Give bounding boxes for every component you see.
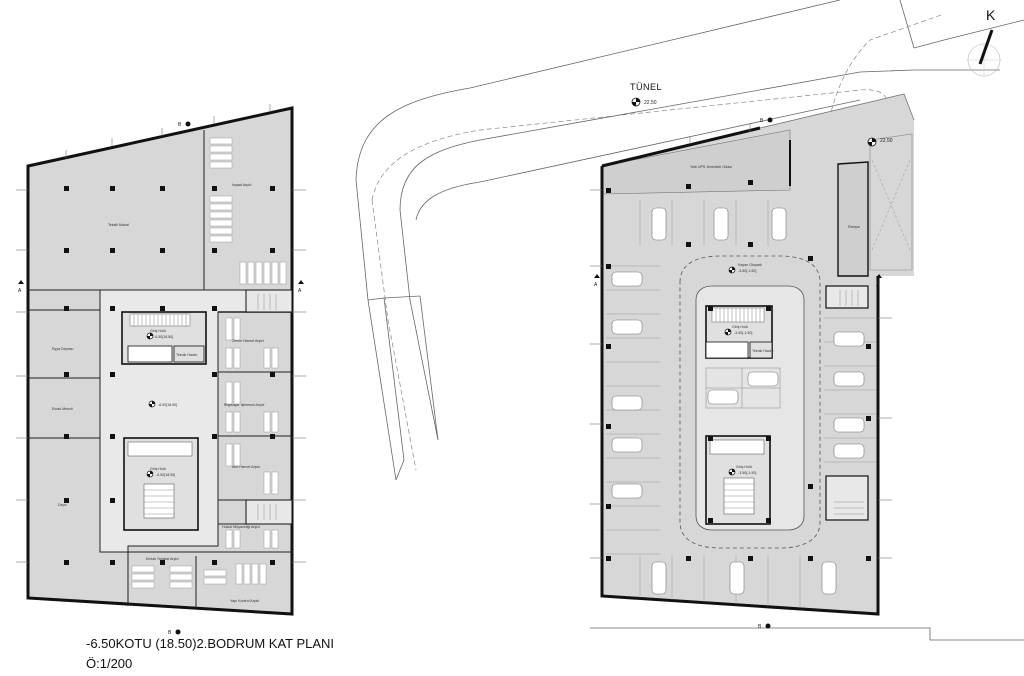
room-label-sinif-3: Alet Hizmet Arşivi bbox=[232, 465, 260, 469]
section-marker-a-left-west: A bbox=[18, 280, 24, 294]
tunnel-level: 22.50 bbox=[644, 100, 657, 106]
room-label-tekstil: Tekstil Mahal bbox=[108, 223, 129, 227]
tunnel-dashed-lines bbox=[371, 13, 945, 471]
right-room-labels: TÜNEL 22.50 22.50 Yedi UPS Jeneratör Oda… bbox=[630, 82, 893, 475]
level-symbol-slope bbox=[728, 266, 736, 274]
level-symbol-left-core2 bbox=[146, 470, 154, 478]
room-label-yapi: Yapı Kontrol Arşivi bbox=[230, 599, 259, 603]
section-marker-a-right-west: A bbox=[594, 274, 600, 288]
level-symbols bbox=[146, 97, 877, 478]
core-top-room: Teknik Hacim bbox=[176, 353, 197, 357]
section-marker-b-right-bottom: B bbox=[758, 623, 771, 630]
level-symbol-top bbox=[867, 137, 877, 147]
slope-level: -3.50[-1.50] bbox=[738, 269, 756, 273]
north-letter: K bbox=[986, 7, 996, 23]
section-marker-b-left-bottom: B bbox=[168, 629, 181, 636]
plan-title: -6.50KOTU (18.50)2.BODRUM KAT PLANI bbox=[86, 636, 335, 651]
section-a-letter: A bbox=[876, 282, 880, 288]
core-top-name: Giriş Holü bbox=[150, 329, 166, 333]
room-label-depo: Depo bbox=[58, 503, 67, 507]
room-label-hukuk: Hukuk Müşavirliği Arşivi bbox=[222, 525, 260, 529]
section-b-letter: B bbox=[168, 630, 172, 636]
level-symbol-left-core bbox=[146, 332, 154, 340]
room-label-insaat: İnşaat Arşivi bbox=[232, 182, 252, 187]
level-symbol-core1 bbox=[724, 328, 732, 336]
hall-level: -6.50[18.50] bbox=[158, 403, 177, 407]
room-label-sinif-2: Bilgisayar İşletmesi Arşivi bbox=[224, 402, 265, 407]
level-symbol-hall bbox=[148, 400, 156, 408]
section-marker-b-left-top: B bbox=[178, 121, 191, 128]
left-room-labels: Tekstil Mahal İnşaat Arşivi Eşya Deposu … bbox=[52, 182, 265, 603]
room-label-emlak: Emlak Tahsilat Arşivi bbox=[146, 557, 179, 561]
level-symbol-core2 bbox=[728, 468, 736, 476]
core2-level: -3.50[-1.50] bbox=[738, 471, 756, 475]
plan-scale: Ö:1/200 bbox=[86, 656, 133, 671]
section-a-letter: A bbox=[594, 282, 598, 288]
room-label-sinif-1: Zemin Hizmet Arşivi bbox=[232, 339, 264, 343]
core-bottom-level: -6.50[18.50] bbox=[156, 473, 175, 477]
section-b-letter: B bbox=[758, 624, 762, 630]
section-marker-b-right-top: B bbox=[760, 117, 773, 124]
core2-name: Giriş Holü bbox=[736, 465, 752, 469]
north-arrow: K bbox=[966, 7, 1002, 78]
core1-name: Giriş Holü bbox=[732, 325, 748, 329]
core1-level: -3.50[-1.50] bbox=[734, 331, 752, 335]
level-symbol-tunnel bbox=[631, 97, 641, 107]
tunnel-name: TÜNEL bbox=[630, 82, 662, 92]
slope-label: Kayan Otopark bbox=[738, 263, 762, 267]
section-markers: B B A A B B A A bbox=[18, 117, 882, 636]
core1-room: Teknik Hacim bbox=[752, 349, 773, 353]
section-a-letter: A bbox=[18, 288, 22, 294]
core-top-level: -6.50[18.50] bbox=[154, 335, 173, 339]
dimension-ticks bbox=[16, 104, 892, 563]
service-room-label: Yedi UPS Jeneratör Odası bbox=[690, 165, 732, 169]
right-floor-plan bbox=[600, 93, 915, 616]
section-a-letter: A bbox=[298, 288, 302, 294]
ramp-label: Rampa bbox=[848, 225, 860, 229]
core-bottom-name: Giriş Holü bbox=[150, 467, 166, 471]
left-floor-plan bbox=[26, 106, 294, 616]
section-b-letter: B bbox=[760, 118, 764, 124]
site-tunnel-lines bbox=[355, 0, 1024, 641]
room-label-esya-1: Eşya Deposu bbox=[52, 347, 73, 351]
room-label-esya-2: Evrak Mescit bbox=[52, 407, 73, 411]
section-b-letter: B bbox=[178, 122, 182, 128]
section-marker-a-left-east: A bbox=[298, 280, 304, 294]
section-marker-a-right-east: A bbox=[876, 274, 882, 288]
top-level-label: 22.50 bbox=[880, 138, 893, 144]
